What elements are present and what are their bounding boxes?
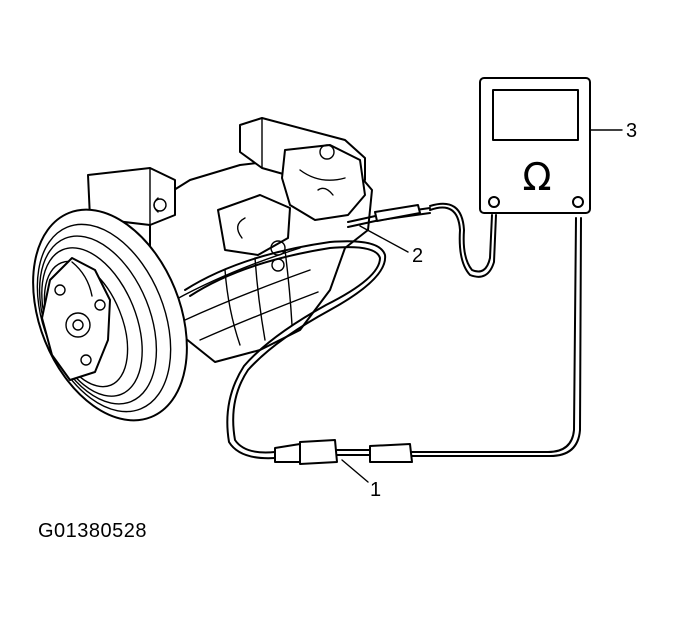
ohmmeter-display <box>492 89 579 141</box>
callout-3: 3 <box>589 120 637 142</box>
figure-id: G01380528 <box>38 520 148 542</box>
ac-compressor <box>32 117 373 422</box>
callout-1: 1 <box>341 459 381 501</box>
callout-2-label: 2 <box>412 245 423 267</box>
callout-1-label: 1 <box>370 479 381 501</box>
ohmmeter: Ω <box>479 77 591 214</box>
ohmmeter-left-jack <box>488 196 500 208</box>
test-leads <box>184 202 582 465</box>
callout-2: 2 <box>359 225 423 267</box>
ohm-symbol: Ω <box>522 155 551 199</box>
callout-3-label: 3 <box>626 120 637 142</box>
ohmmeter-right-jack <box>572 196 584 208</box>
